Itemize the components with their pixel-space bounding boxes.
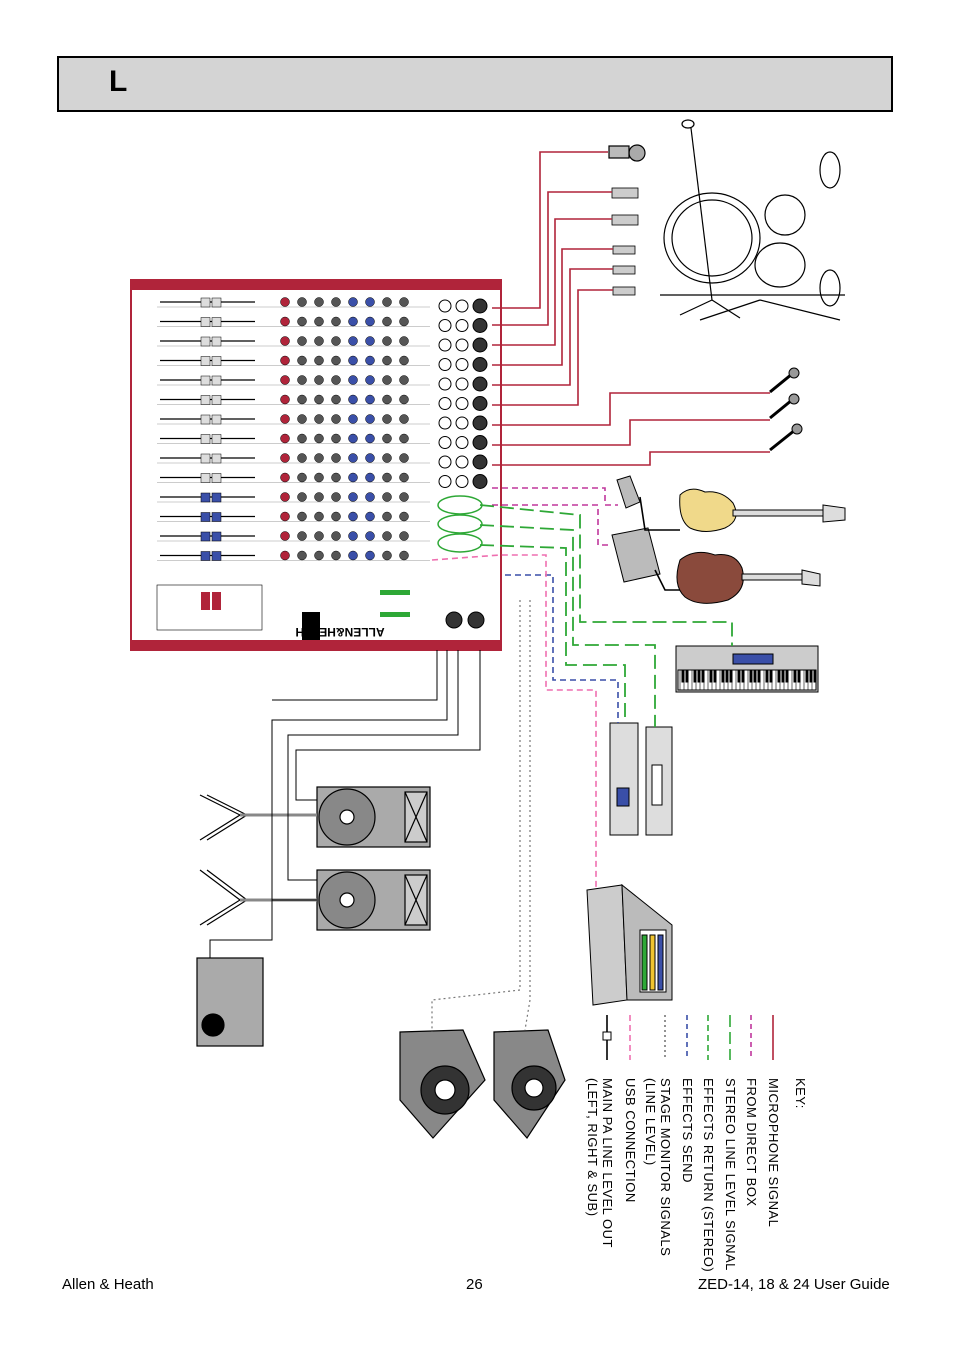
key-item-direct-box: FROM DIRECT BOX	[744, 1078, 759, 1207]
stage-monitor-icon	[399, 1029, 566, 1139]
key-title: KEY:	[793, 1078, 808, 1109]
footer-guide-title: ZED-14, 18 & 24 User Guide	[698, 1276, 890, 1293]
key-swatches	[602, 1015, 774, 1060]
key-item-monitor: STAGE MONITOR SIGNALS	[658, 1078, 673, 1257]
key-item-microphone: MICROPHONE SIGNAL	[766, 1078, 781, 1228]
key-item-fx-send: EFFECTS SEND	[680, 1078, 695, 1183]
fx-send-cable	[505, 574, 619, 723]
bass-guitar-icon	[679, 488, 846, 532]
jack-panel	[437, 298, 488, 629]
instrument-cables	[639, 496, 680, 591]
monitor-cables	[431, 600, 531, 1032]
usb-cable	[431, 554, 597, 890]
key-item-stereo-line: STEREO LINE LEVEL SIGNAL	[723, 1078, 738, 1271]
stereo-line-cables	[479, 504, 733, 727]
key-item-main-pa-sub: (LEFT, RIGHT & SUB)	[585, 1078, 600, 1217]
keyboard-icon	[675, 645, 819, 693]
pa-speaker-icon	[199, 786, 431, 931]
direct-box-cables	[492, 487, 618, 546]
page-title: L	[109, 65, 128, 98]
laptop-icon	[586, 883, 673, 1006]
effects-unit-icon	[609, 722, 673, 836]
key-item-usb: USB CONNECTION	[623, 1078, 638, 1203]
key-item-main-pa: MAIN PA LINE LEVEL OUT	[600, 1078, 615, 1248]
page-number: 26	[466, 1276, 483, 1293]
key: KEY: MICROPHONE SIGNAL FROM DIRECT BOX S…	[585, 1010, 820, 1273]
footer-brand: Allen & Heath	[62, 1276, 154, 1293]
key-item-fx-return: EFFECTS RETURN (STEREO)	[701, 1078, 716, 1273]
key-item-monitor-sub: (LINE LEVEL)	[643, 1078, 658, 1166]
drum-kit-icon	[608, 119, 845, 321]
microphone-icon	[769, 367, 803, 452]
drum-mics	[611, 187, 639, 296]
subwoofer-icon	[196, 957, 264, 1047]
electric-guitar-icon	[676, 551, 821, 604]
direct-box-icon	[611, 475, 661, 583]
channel-strips	[157, 297, 430, 561]
microphone-cables	[492, 151, 770, 466]
mixer: ALLEN&HEATH	[130, 279, 502, 651]
main-pa-cables	[209, 650, 481, 958]
title-bar: L	[57, 56, 893, 112]
